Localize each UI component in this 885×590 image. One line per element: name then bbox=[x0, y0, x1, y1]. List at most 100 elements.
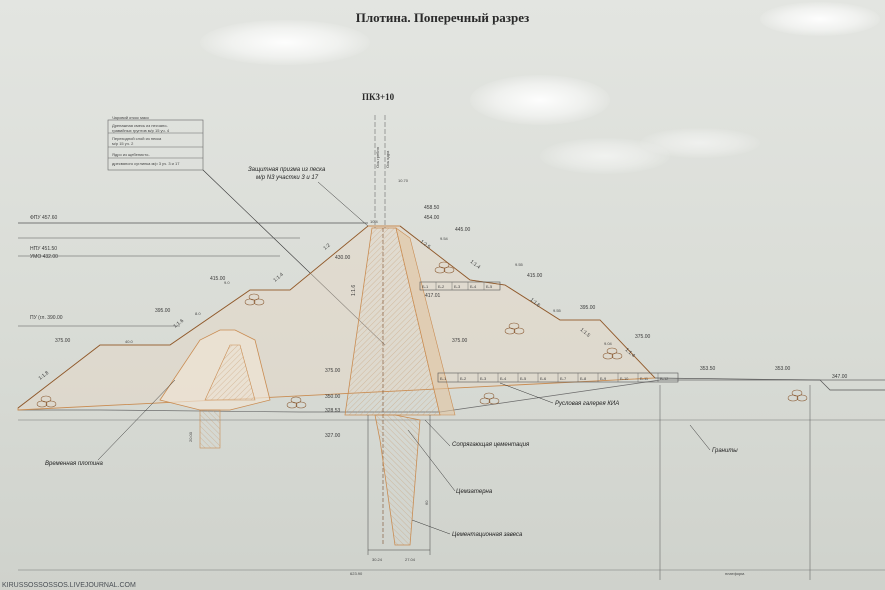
slope-label: 1:2.5 bbox=[419, 239, 432, 251]
elevation-label: 375.00 bbox=[452, 338, 468, 344]
gallery-cell: Б-3 bbox=[454, 284, 461, 289]
elevation-label: 395.00 bbox=[155, 308, 171, 314]
callout-label: Русловая галерея КИА bbox=[555, 401, 619, 407]
core-top-dim: 10.4 bbox=[370, 219, 379, 224]
picket-label: ПК3+10 bbox=[362, 92, 395, 102]
elevation-label: 347.00 bbox=[832, 374, 848, 380]
elevation-label: 375.00 bbox=[635, 334, 651, 340]
berm-width: 40.0 bbox=[125, 339, 134, 344]
temp-dam-depth-dim: 20.00 bbox=[188, 431, 193, 442]
elevation-label: 375.00 bbox=[325, 368, 341, 374]
dam-body bbox=[17, 225, 656, 411]
material-legend: Чаровий откос масс Дренажная смесь из пе… bbox=[107, 115, 386, 346]
gallery-cell: Б-10 bbox=[620, 376, 629, 381]
elevation-label: 430.00 bbox=[335, 255, 351, 261]
temporary-dam bbox=[159, 329, 271, 449]
watermark: KIRUSSOSSOSSOS.LIVEJOURNAL.COM bbox=[2, 582, 136, 589]
dam-core bbox=[344, 115, 456, 545]
gallery-cell: Б-12 bbox=[660, 376, 669, 381]
elevation-labels: 415.00 395.00 375.00 430.00 458.50 454.0… bbox=[55, 205, 848, 439]
core-bottom-dim: 27.04 bbox=[405, 557, 416, 562]
gallery-cell: Б-9 bbox=[600, 376, 607, 381]
legend-line: дресвяного суглинка м/р 3 уч. 3 и 17 bbox=[112, 161, 180, 166]
elevation-label: 375.00 bbox=[55, 338, 71, 344]
slope-label: 1:2 bbox=[322, 242, 331, 251]
elevation-label: 353.50 bbox=[700, 366, 716, 372]
gallery-cell: Б-4 bbox=[500, 376, 507, 381]
axis-labels: Ось гребня Ось ядра bbox=[375, 147, 390, 168]
water-levels: ФПУ 457.60 НПУ 451.50 УМО 432.00 ПУ (гл.… bbox=[18, 215, 368, 327]
water-level-label: НПУ 451.50 bbox=[30, 246, 57, 252]
light-glare bbox=[200, 20, 370, 65]
gallery-cell: Б-4 bbox=[470, 284, 477, 289]
drawing-title: Плотина. Поперечный разрез bbox=[355, 10, 530, 25]
elevation-label: 350.00 bbox=[325, 394, 341, 400]
elevation-label: 445.00 bbox=[455, 227, 471, 233]
berm-width: 10.70 bbox=[398, 178, 409, 183]
elevation-label: 353.00 bbox=[775, 366, 791, 372]
slope-label: 1:1.6 bbox=[173, 318, 186, 330]
elevation-label: 458.50 bbox=[424, 205, 440, 211]
gallery: Б-1 Б-2 Б-3 Б-4 Б-5 Б-6 Б-7 Б-8 Б-9 Б-10… bbox=[419, 281, 679, 383]
slope-label: 1:1.8 bbox=[38, 370, 51, 382]
light-glare bbox=[640, 128, 760, 158]
berm-width: 9.55 bbox=[553, 308, 562, 313]
elevation-label: 395.00 bbox=[580, 305, 596, 311]
gallery-cell: Б-2 bbox=[460, 376, 467, 381]
light-glare bbox=[470, 75, 610, 125]
callouts: Защитная призма из песка м/р N3 участки … bbox=[45, 167, 738, 538]
slope-label: 1:1.5 bbox=[579, 327, 592, 339]
berm-width: 9.0 bbox=[224, 280, 230, 285]
elevation-label: 415.00 bbox=[210, 276, 226, 282]
light-glare bbox=[760, 2, 880, 36]
slope-label: 1:1.4 bbox=[272, 272, 285, 284]
callout-label: Временная плотина bbox=[45, 461, 104, 467]
legend-line: Переходной слой из песка bbox=[112, 136, 162, 141]
elevation-label: 327.00 bbox=[325, 433, 341, 439]
slope-label: 1:1.6 bbox=[529, 297, 542, 309]
legend-line: м/р 15 уч. 2 bbox=[112, 141, 134, 146]
water-level-label: ФПУ 457.60 bbox=[30, 215, 57, 221]
gallery-cell: Б-1 bbox=[440, 376, 447, 381]
gallery-cell: Б-1 bbox=[422, 284, 429, 289]
boulder-symbols bbox=[36, 261, 808, 409]
elevation-label: 417.01 bbox=[425, 293, 441, 299]
dimension-labels: 9.0 8.0 40.0 9.54 9.55 9.55 9.04 10.4 10… bbox=[125, 178, 745, 576]
legend-line: Ядро из щебенисто- bbox=[112, 152, 150, 157]
callout-label: Сопрягающая цементация bbox=[452, 442, 530, 448]
axis-label: Ось ядра bbox=[385, 150, 390, 168]
riverbed bbox=[18, 377, 885, 580]
axis-label: Ось гребня bbox=[375, 147, 380, 168]
callout-label: м/р N3 участки 3 и 17 bbox=[256, 175, 319, 181]
berm-width: 8.0 bbox=[195, 311, 201, 316]
elevation-label: 454.00 bbox=[424, 215, 440, 221]
elevation-label: 328.53 bbox=[325, 408, 341, 414]
callout-label: Граниты bbox=[712, 448, 738, 454]
callout-label: Цементационная завеса bbox=[452, 532, 523, 538]
berm-width: 9.54 bbox=[440, 236, 449, 241]
berm-width: 9.55 bbox=[515, 262, 524, 267]
gallery-cell: Б-2 bbox=[438, 284, 445, 289]
water-level-label: ПУ (гл. 390.00 bbox=[30, 315, 63, 321]
slope-label: 1:1.4 bbox=[469, 259, 482, 271]
curtain-depth-dim: 60 bbox=[424, 500, 429, 505]
gallery-cell: Б-5 bbox=[486, 284, 493, 289]
elevation-label: 415.00 bbox=[527, 273, 543, 279]
berm-width: 9.04 bbox=[604, 341, 613, 346]
core-bottom-dim: 30.24 bbox=[372, 557, 383, 562]
water-level-label: УМО 432.00 bbox=[30, 254, 58, 260]
legend-line: Чаровий откос масс bbox=[112, 115, 149, 120]
grout-curtain bbox=[367, 414, 431, 555]
gallery-cell: Б-7 bbox=[560, 376, 567, 381]
right-width-dim: платформ. bbox=[725, 571, 745, 576]
gallery-cell: Б-8 bbox=[580, 376, 587, 381]
gallery-cell: Б-11 bbox=[640, 376, 649, 381]
callout-label: Защитная призма из песка bbox=[248, 167, 326, 173]
legend-line: гравийных грунтов м/р 15 уч. 4 bbox=[112, 128, 170, 133]
gallery-cell: Б-5 bbox=[520, 376, 527, 381]
gallery-cell: Б-6 bbox=[540, 376, 547, 381]
slope-label: 1:1.6 bbox=[351, 285, 357, 296]
legend-line: Дренажная смесь из песчано- bbox=[112, 123, 168, 128]
